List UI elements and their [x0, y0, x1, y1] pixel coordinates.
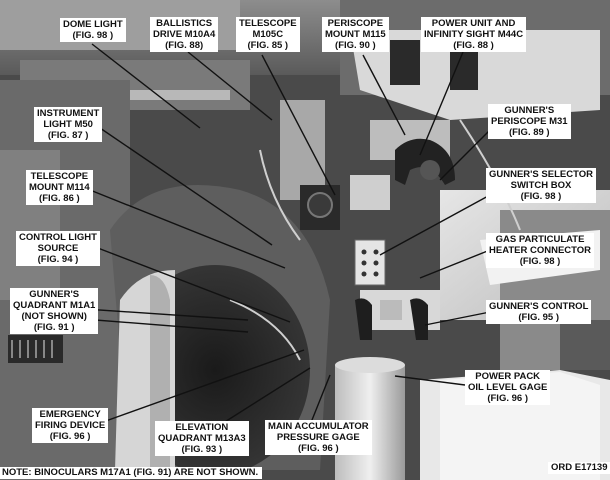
callout-fig-ref: (FIG. 96 ): [49, 431, 91, 442]
callout-line: INFINITY SIGHT M44C: [424, 29, 524, 40]
callout-line: DRIVE M10A4: [153, 29, 216, 40]
callout-fig-ref: (FIG. 86 ): [39, 193, 80, 204]
callout-telescope-m105c: TELESCOPE M105C (FIG. 85 ): [236, 17, 300, 52]
callout-fig-ref: (FIG. 96 ): [487, 393, 528, 404]
callout-control-light: CONTROL LIGHT SOURCE (FIG. 94 ): [16, 231, 100, 266]
callout-gunners-quadrant: GUNNER'S QUADRANT M1A1 (NOT SHOWN) (FIG.…: [10, 288, 99, 334]
callout-line: QUADRANT M1A1: [13, 300, 96, 311]
binoculars-note: NOTE: BINOCULARS M17A1 (FIG. 91) ARE NOT…: [0, 467, 263, 479]
callout-power-pack: POWER PACK OIL LEVEL GAGE (FIG. 96 ): [465, 370, 551, 405]
callout-elevation-quadrant: ELEVATION QUADRANT M13A3 (FIG. 93 ): [155, 421, 249, 456]
callout-line: POWER PACK: [475, 371, 541, 382]
callout-line: PERISCOPE: [327, 18, 384, 29]
callout-line: QUADRANT M13A3: [158, 433, 246, 444]
callout-fig-ref: (FIG. 98 ): [519, 256, 561, 267]
callout-fig-ref: (FIG. 98 ): [520, 191, 562, 202]
callout-line: PRESSURE GAGE: [276, 432, 360, 443]
callout-line: MOUNT M115: [325, 29, 386, 40]
callout-line: GUNNER'S: [29, 289, 80, 300]
callout-line: GUNNER'S CONTROL: [489, 301, 589, 312]
callout-line: M105C: [252, 29, 284, 40]
callout-fig-ref: (FIG. 93 ): [181, 444, 223, 455]
callout-instrument-light: INSTRUMENT LIGHT M50 (FIG. 87 ): [34, 107, 103, 142]
callout-line: CONTROL LIGHT: [19, 232, 97, 243]
callout-dome-light: DOME LIGHT (FIG. 98 ): [60, 18, 126, 42]
callout-power-unit: POWER UNIT AND INFINITY SIGHT M44C (FIG.…: [421, 17, 527, 52]
callout-fig-ref: (FIG. 88 ): [453, 40, 494, 51]
callout-telescope-mount: TELESCOPE MOUNT M114 (FIG. 86 ): [26, 170, 93, 205]
callout-line: EMERGENCY: [39, 409, 101, 420]
callout-line: OIL LEVEL GAGE: [468, 382, 548, 393]
callout-selector-switch: GUNNER'S SELECTOR SWITCH BOX (FIG. 98 ): [486, 168, 596, 203]
callout-line: TELESCOPE: [30, 171, 89, 182]
callout-ballistics-drive: BALLISTICS DRIVE M10A4 (FIG. 88): [150, 17, 219, 52]
callout-line: MOUNT M114: [29, 182, 90, 193]
callout-line: FIRING DEVICE: [35, 420, 106, 431]
callout-periscope-mount: PERISCOPE MOUNT M115 (FIG. 90 ): [322, 17, 389, 52]
figure-id: ORD E17139: [548, 462, 610, 474]
callout-line: DOME LIGHT: [63, 19, 123, 30]
callout-fig-ref: (FIG. 96 ): [297, 443, 339, 454]
callout-line: GAS PARTICULATE: [495, 234, 585, 245]
callout-fig-ref: (FIG. 87 ): [47, 130, 89, 141]
callout-line: ELEVATION: [175, 422, 229, 433]
callout-line: TELESCOPE: [239, 18, 297, 29]
callout-line: PERISCOPE M31: [491, 116, 568, 127]
callout-gas-particulate: GAS PARTICULATE HEATER CONNECTOR (FIG. 9…: [486, 233, 595, 268]
callout-gunners-control: GUNNER'S CONTROL (FIG. 95 ): [486, 300, 592, 324]
callout-line: SOURCE: [37, 243, 79, 254]
callout-line: SWITCH BOX: [510, 180, 572, 191]
callout-line: GUNNER'S SELECTOR: [489, 169, 593, 180]
callout-fig-ref: (FIG. 95 ): [518, 312, 560, 323]
callout-main-accumulator: MAIN ACCUMULATOR PRESSURE GAGE (FIG. 96 …: [265, 420, 372, 455]
callout-line: POWER UNIT AND: [431, 18, 516, 29]
callout-line: BALLISTICS: [156, 18, 213, 29]
callout-line: HEATER CONNECTOR: [489, 245, 592, 256]
callout-line: LIGHT M50: [43, 119, 93, 130]
callout-fig-ref: (FIG. 98 ): [72, 30, 114, 41]
callout-line: GUNNER'S: [504, 105, 555, 116]
callout-line: (NOT SHOWN): [21, 311, 87, 322]
callout-fig-ref: (FIG. 90 ): [335, 40, 376, 51]
callout-fig-ref: (FIG. 94 ): [37, 254, 79, 265]
callout-fig-ref: (FIG. 85 ): [247, 40, 289, 51]
callout-fig-ref: (FIG. 89 ): [508, 127, 550, 138]
callout-fig-ref: (FIG. 88): [165, 40, 204, 51]
callout-emergency-firing: EMERGENCY FIRING DEVICE (FIG. 96 ): [32, 408, 109, 443]
callout-line: MAIN ACCUMULATOR: [268, 421, 369, 432]
callout-gunners-periscope: GUNNER'S PERISCOPE M31 (FIG. 89 ): [488, 104, 571, 139]
callout-line: INSTRUMENT: [37, 108, 100, 119]
callout-fig-ref: (FIG. 91 ): [33, 322, 75, 333]
